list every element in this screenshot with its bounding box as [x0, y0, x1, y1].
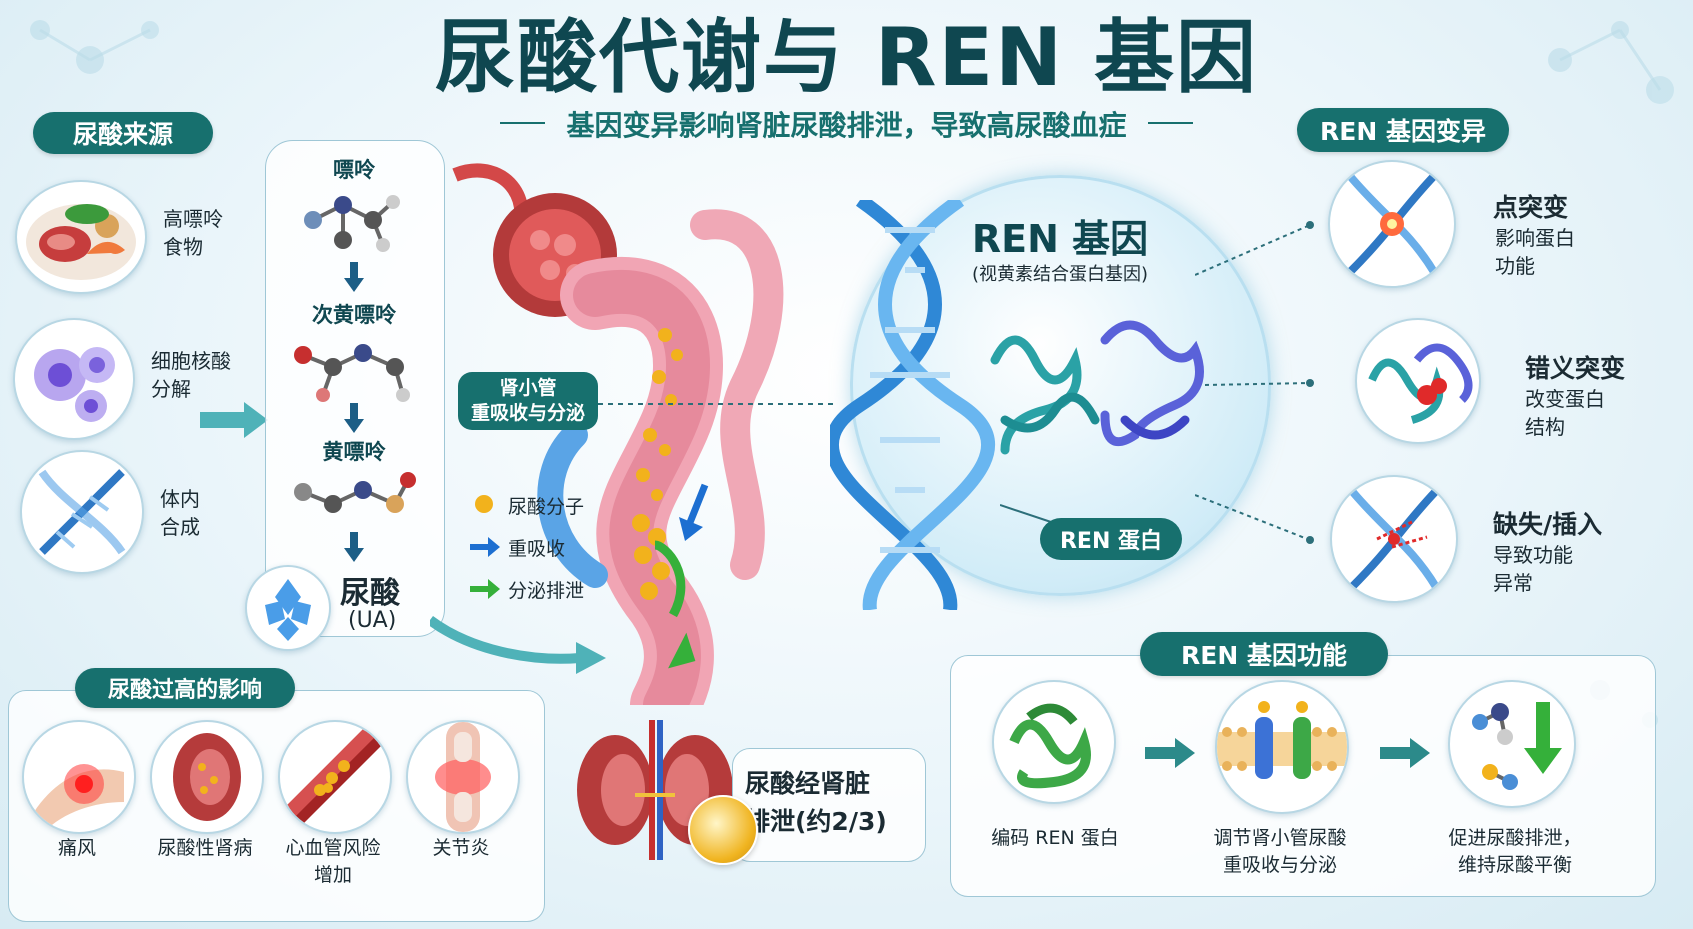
- source-item-food: 高嘌呤 食物: [163, 207, 223, 259]
- mutation-missense-title: 错义突变: [1525, 354, 1626, 383]
- mutation-indel-desc: 导致功能 异常: [1493, 543, 1573, 595]
- point-mutation-icon: [1328, 160, 1456, 288]
- effects-heading: 尿酸过高的影响: [75, 668, 295, 708]
- sources-heading: 尿酸来源: [33, 112, 213, 154]
- nephron-illustration: [452, 163, 784, 705]
- legend-urate-marker: [475, 495, 493, 513]
- tubule-label: 肾小管 重吸收与分泌: [458, 372, 598, 430]
- page-title: 尿酸代谢与 REN 基因: [435, 11, 1258, 104]
- cell-icon: [13, 318, 135, 440]
- pathway-arrow-1: [344, 262, 364, 292]
- food-icon: [15, 180, 147, 294]
- gene-dna-helix: [830, 200, 995, 610]
- indel-mutation-icon: [1330, 475, 1458, 603]
- functions-arrow-2: [1380, 738, 1430, 768]
- source-item-synthesis: 体内 合成: [160, 487, 200, 539]
- legend-reabsorb-label: 重吸收: [508, 538, 566, 560]
- encode-protein-icon: [992, 680, 1116, 804]
- effect-cardiovascular-label: 心血管风险 增加: [285, 837, 381, 886]
- uric-acid-crystal-icon: [245, 565, 331, 651]
- page-subtitle: 基因变异影响肾脏尿酸排泄，导致高尿酸血症: [566, 109, 1127, 142]
- effect-arthritis-label: 关节炎: [432, 837, 490, 859]
- ren-protein-structure: [990, 320, 1204, 455]
- uric-acid-label: 尿酸: [340, 576, 400, 611]
- kidney-disease-icon: [150, 720, 264, 834]
- urate-drop-icon: [688, 795, 758, 865]
- missense-mutation-icon: [1355, 318, 1481, 444]
- legend-reabsorb-marker: [470, 537, 500, 557]
- effect-nephropathy-label: 尿酸性肾病: [157, 837, 253, 859]
- pathway-step-purine: 嘌呤: [333, 158, 375, 182]
- legend-secrete-marker: [470, 579, 500, 599]
- gout-icon: [22, 720, 136, 834]
- kidneys-icon: [577, 720, 733, 860]
- effect-gout-label: 痛风: [57, 837, 96, 859]
- protein-label: REN 蛋白: [1040, 518, 1182, 560]
- pathway-step-hypoxanthine: 次黄嘌呤: [312, 303, 396, 327]
- mutation-point-title: 点突变: [1493, 193, 1569, 222]
- dna-icon: [20, 450, 144, 574]
- legend-secrete-label: 分泌排泄: [508, 580, 585, 602]
- subtitle-bar: [500, 112, 1193, 134]
- arthritis-icon: [406, 720, 520, 834]
- uric-acid-abbr: (UA): [348, 608, 397, 633]
- subtitle-line-left: [500, 122, 545, 124]
- function-balance-label: 促进尿酸排泄， 维持尿酸平衡: [1448, 827, 1582, 876]
- functions-heading: REN 基因功能: [1140, 632, 1388, 676]
- hypoxanthine-molecule-icon: [294, 344, 410, 402]
- function-encode-label: 编码 REN 蛋白: [991, 827, 1119, 849]
- function-regulate-label: 调节肾小管尿酸 重吸收与分泌: [1213, 827, 1347, 876]
- pathway-arrow-3: [344, 532, 364, 562]
- pathway-step-xanthine: 黄嘌呤: [322, 440, 386, 464]
- excretion-balance-icon: [1448, 680, 1576, 808]
- mutation-indel-title: 缺失/插入: [1493, 510, 1603, 539]
- transporter-regulation-icon: [1215, 680, 1349, 814]
- legend-urate-label: 尿酸分子: [508, 496, 585, 518]
- subtitle-line-right: [1148, 122, 1193, 124]
- purine-molecule-icon: [304, 195, 400, 252]
- uric-acid-to-kidney-arrow: [430, 615, 606, 674]
- xanthine-molecule-icon: [294, 472, 416, 513]
- source-item-cell: 细胞核酸 分解: [151, 349, 231, 401]
- excretion-box: [732, 748, 926, 862]
- excretion-label: 尿酸经肾脏 排泄(约2/3): [745, 769, 887, 836]
- pathway-arrow-2: [344, 403, 364, 433]
- mutation-missense-desc: 改变蛋白 结构: [1525, 387, 1605, 439]
- mutation-point-desc: 影响蛋白 功能: [1495, 226, 1575, 278]
- mutations-heading: REN 基因变异: [1297, 108, 1509, 152]
- gene-subtitle: (视黄素结合蛋白基因): [971, 264, 1149, 285]
- cardiovascular-icon: [278, 720, 392, 834]
- functions-arrow-1: [1145, 738, 1195, 768]
- gene-title: REN 基因: [971, 217, 1149, 261]
- sources-to-pathway-arrow: [200, 402, 268, 438]
- tubule-to-gene-connector: [598, 403, 838, 405]
- mutation-connectors: [1195, 221, 1314, 544]
